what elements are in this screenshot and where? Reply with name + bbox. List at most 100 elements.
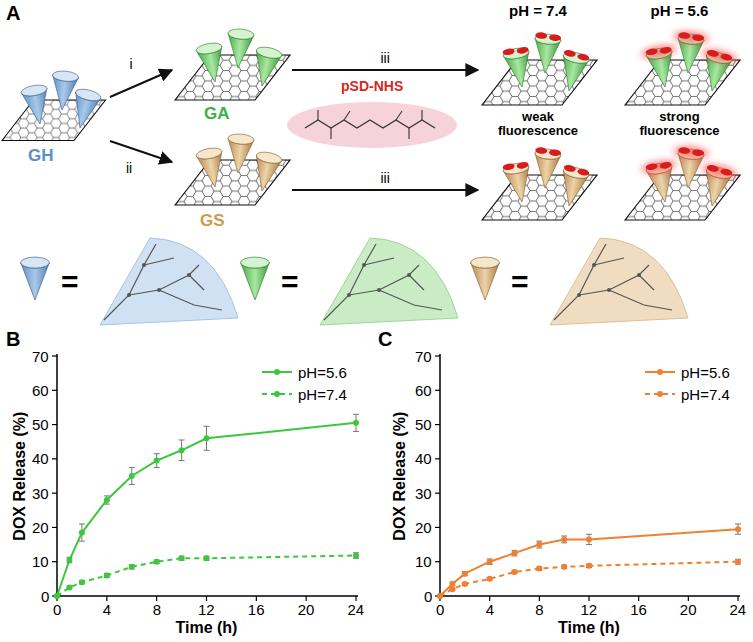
x-tick <box>256 596 257 601</box>
legend-label: pH=5.6 <box>298 364 347 381</box>
dye-molecule <box>287 102 457 148</box>
x-tick <box>737 596 738 601</box>
error-bar <box>487 559 493 564</box>
panel-letter: C <box>378 328 392 351</box>
x-tick <box>688 596 689 601</box>
tick-label: 0 <box>41 588 49 605</box>
ga-sheet <box>175 28 290 100</box>
panel-letter: A <box>6 2 20 25</box>
tick-label: 50 <box>32 416 49 433</box>
gs-ph56 <box>625 145 740 220</box>
data-series <box>57 556 356 596</box>
tick-label: 70 <box>32 348 49 365</box>
data-point <box>561 536 567 542</box>
x-tick <box>306 596 307 601</box>
tick-label: 4 <box>103 601 111 618</box>
edge-label: iii <box>379 170 392 186</box>
data-point <box>462 581 468 587</box>
legend-label: pH=5.6 <box>681 364 730 381</box>
x-tick <box>206 596 207 601</box>
error-bar <box>586 534 592 544</box>
tick-label: 0 <box>424 588 432 605</box>
error-bar <box>512 550 518 555</box>
node-label: strong fluorescence <box>630 110 730 137</box>
y-tick <box>52 527 57 528</box>
data-point <box>204 555 210 561</box>
error-bar <box>204 426 210 450</box>
x-axis <box>440 595 740 597</box>
graphene-node: GH <box>2 70 110 172</box>
gh-sheet <box>2 70 106 141</box>
tick-label: 20 <box>298 601 315 618</box>
data-point <box>735 559 741 565</box>
tick-label: 30 <box>415 485 432 502</box>
error-bar <box>104 496 110 504</box>
data-point <box>79 579 85 585</box>
tick-label: 4 <box>486 601 494 618</box>
tick-label: 0 <box>436 601 444 618</box>
y-tick <box>435 527 440 528</box>
node-label: pH = 7.4 <box>488 2 588 19</box>
error-bar <box>735 524 741 534</box>
tick-label: 8 <box>535 601 543 618</box>
tick-label: 12 <box>581 601 598 618</box>
graphene-node: GA <box>172 10 292 126</box>
x-tick <box>539 596 540 601</box>
data-series <box>57 423 356 596</box>
text-label: DOX Release (%) <box>391 412 409 541</box>
y-tick <box>435 424 440 425</box>
tick-label: 60 <box>32 382 49 399</box>
y-tick <box>52 561 57 562</box>
tick-label: 8 <box>153 601 161 618</box>
node-label: GA <box>204 104 230 124</box>
tick-label: 60 <box>415 382 432 399</box>
tick-label: 10 <box>32 553 49 570</box>
data-point <box>462 571 468 577</box>
data-point <box>54 593 60 599</box>
error-bar <box>353 553 359 558</box>
graphene-node: pH = 7.4 weak fluorescence <box>478 2 598 227</box>
data-point <box>586 536 592 542</box>
y-tick <box>435 561 440 562</box>
tick-label: 20 <box>680 601 697 618</box>
data-point <box>536 566 542 572</box>
data-point <box>437 593 443 599</box>
legend-label: pH=7.4 <box>681 386 730 403</box>
x-tick <box>355 596 356 601</box>
y-tick <box>52 390 57 391</box>
error-bar <box>104 573 110 577</box>
graphene-node: pH = 5.6 strong fluorescence <box>612 2 747 227</box>
data-point <box>154 458 160 464</box>
node-label: pH = 5.6 <box>630 2 730 19</box>
graphene-node: GS <box>172 125 292 233</box>
error-bar <box>79 524 85 541</box>
tick-label: 24 <box>730 601 747 618</box>
tick-label: 30 <box>32 485 49 502</box>
text-label: = <box>61 265 79 300</box>
y-tick <box>52 458 57 459</box>
data-point <box>561 564 567 570</box>
text-label: pSD-NHS <box>341 78 403 94</box>
arrow-connector <box>110 70 172 97</box>
error-bar <box>129 565 135 569</box>
arrow-connector <box>110 141 172 162</box>
data-point <box>536 542 542 548</box>
data-point <box>437 593 443 599</box>
data-point <box>104 572 110 578</box>
y-tick <box>435 355 440 356</box>
error-bar <box>66 557 72 562</box>
node-label: weak fluorescence <box>488 110 588 137</box>
data-point <box>512 550 518 556</box>
x-tick <box>588 596 589 601</box>
y-tick <box>52 424 57 425</box>
legend-marker <box>274 369 280 375</box>
x-tick <box>638 596 639 601</box>
data-point <box>179 555 185 561</box>
data-series <box>440 562 738 596</box>
tick-label: 20 <box>32 519 49 536</box>
y-tick <box>52 493 57 494</box>
x-tick <box>489 596 490 601</box>
gs-ph74 <box>482 147 597 220</box>
panel-letter: B <box>6 328 20 351</box>
